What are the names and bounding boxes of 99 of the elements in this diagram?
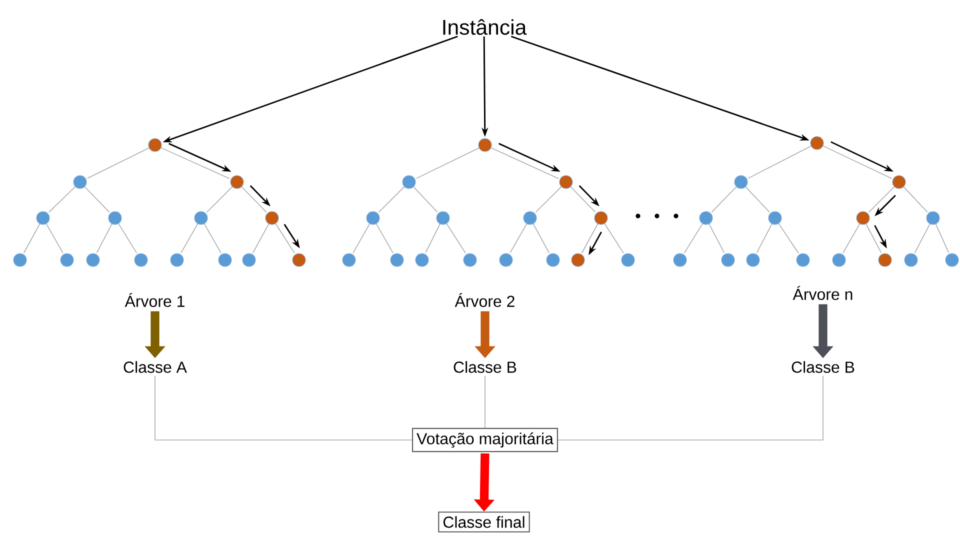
tree-branch [446,223,466,254]
tree-node-circle [734,175,748,189]
tree-branch [252,224,270,254]
tree-node-circle [366,211,380,225]
tree-branch [425,224,440,254]
tree-node-circle [390,253,404,267]
label-text: Classe B [454,361,516,373]
tree-branch [96,224,112,254]
tree-node-circle [721,253,735,267]
tree-node-circle [194,211,208,225]
tree-branch [866,224,882,254]
tree-branch [582,224,598,254]
tree-node-circle [342,253,356,267]
tree-node-circle [108,211,122,225]
tree-node-circle [148,138,162,152]
tree-node-circle [134,253,148,267]
tree-branch [490,147,559,180]
tree-branch [570,186,596,213]
tree-node-circle [170,253,184,267]
tree-node-circle [673,253,687,267]
tree-node-circle [499,253,513,267]
tree-node-circle [699,211,713,225]
tree-node-circle [926,211,940,225]
tree-branch [778,223,799,254]
tree-branch [376,224,394,254]
tree-branch [868,186,895,213]
tree-branch [84,186,110,213]
tree-node-circle [292,253,306,267]
tree-branch [935,224,950,253]
tree-node-circle [892,175,906,189]
tree-branch [413,186,438,212]
tree-node-circle [218,253,232,267]
tree-branch [206,186,233,213]
tree-node-circle [402,175,416,189]
tree-branch [903,186,928,212]
tree-node-circle [436,211,450,225]
tree-node-circle [36,211,50,225]
tree-branch [180,224,198,254]
tree-branch [604,223,624,254]
tree-branch [160,147,230,180]
tree-branch [204,224,222,254]
tree-node-circle [571,253,585,267]
tree-branch [756,224,772,254]
tree-node-circle [60,253,74,267]
label-text: Árvore 2 [454,293,514,308]
tree-branch [352,224,370,254]
tree-branch [748,146,812,179]
tree-branch [711,186,737,213]
label-text: Classe A [124,361,187,373]
tree-node-circle [546,253,560,267]
tree-branch [822,146,892,179]
tree-branch [708,224,725,254]
tree-node-circle [768,211,782,225]
tree-node-circle [230,175,244,189]
tree-node-circle [832,253,846,267]
process-box: Votação majoritária [412,428,558,452]
label-text: Árvore 1 [124,293,184,308]
process-box: Classe final [438,512,530,532]
tree-node-circle [265,211,279,225]
tree-branch [24,224,40,254]
tree-node-circle [594,211,608,225]
tree-node-circle [523,211,537,225]
tree-node-circle [945,253,959,267]
tree-branch [86,148,150,179]
tree-branch [914,224,930,254]
tree-branch [842,224,860,254]
connector-line [558,375,824,440]
tree-branch [48,186,76,213]
tree-branch [535,186,562,213]
tree-branch [46,224,64,254]
tree-node-circle [478,138,492,152]
tree-branch [378,186,405,213]
tree-node-circle [73,175,87,189]
label-text: Árvore n [792,286,852,300]
tree-node-circle [242,253,256,267]
tree-node-circle [463,253,477,267]
tree-node-circle [415,253,429,267]
tree-node-circle [878,253,892,267]
tree-node-circle [86,253,100,267]
tree-branch [684,223,703,254]
tree-node-circle [904,253,918,267]
tree-node-circle [856,211,870,225]
tree-branch [118,223,138,254]
tree-node-circle [746,253,760,267]
connector-line [484,375,486,428]
tree-branch [532,224,550,254]
tree-node-circle [810,136,824,150]
tree-branch [416,148,480,179]
tree-branch [275,223,295,254]
label-text: Classe B [792,361,854,373]
tree-node-circle [621,253,635,267]
tree-node-circle [796,253,810,267]
tree-node-circle [13,253,27,267]
tree-branch [510,224,528,254]
tree-branch [241,186,267,213]
tree-node-circle [559,175,573,189]
connector-line [154,375,412,440]
title-text: Instância [443,19,527,35]
tree-branch [745,186,770,212]
